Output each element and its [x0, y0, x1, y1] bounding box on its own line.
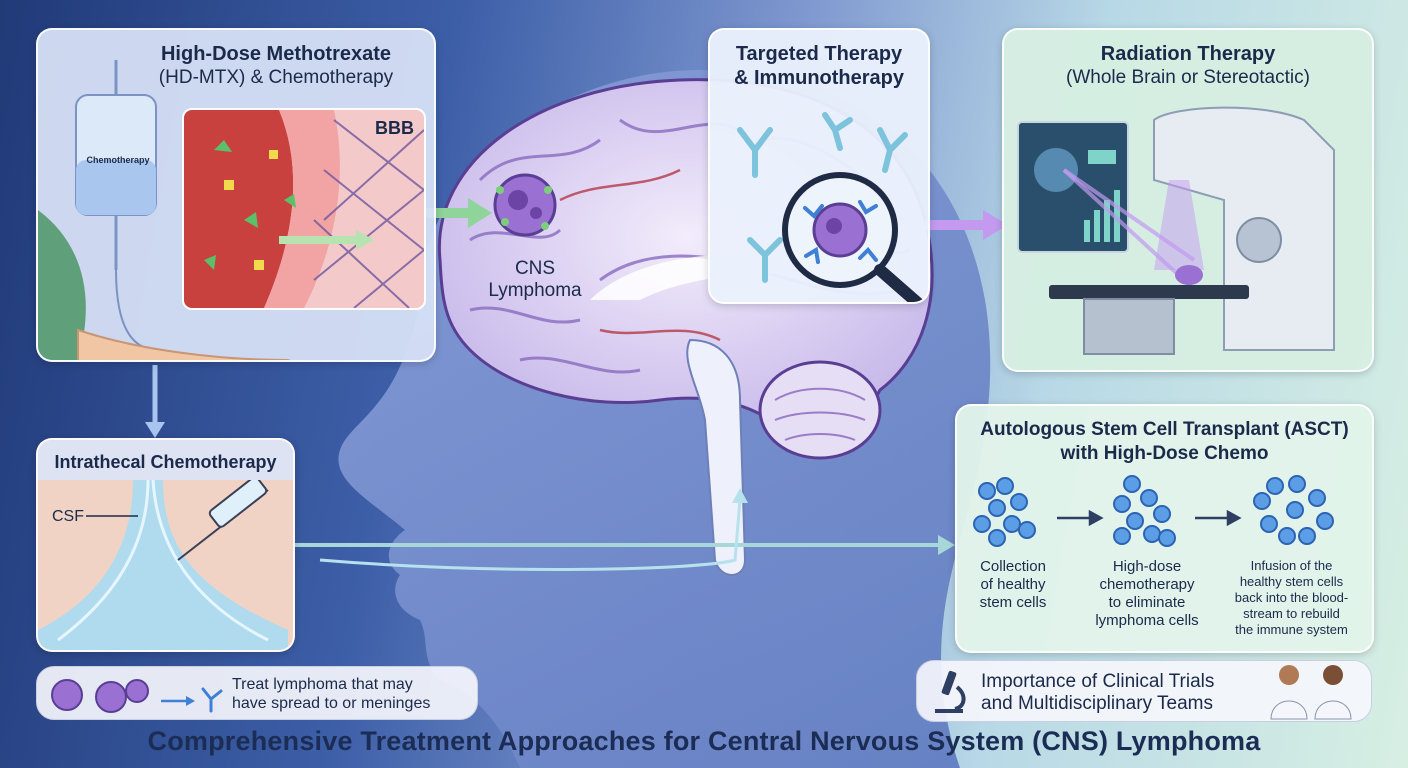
hdmtx-panel: High-Dose Methotrexate (HD-MTX) & Chemot…: [36, 28, 436, 362]
targeted-title-line1: Targeted Therapy: [735, 43, 903, 65]
intrathecal-panel: Intrathecal Chemotherapy CSF: [36, 438, 295, 652]
microscope-icon: [935, 670, 966, 713]
csf-label: CSF: [52, 508, 84, 525]
brainstem: [686, 338, 747, 576]
lymphoma-cells-icon: [51, 679, 223, 713]
stem-cell: [1113, 527, 1131, 545]
clinical-trials-note: Importance of Clinical Trials and Multid…: [916, 660, 1372, 722]
targeted-title-line2: & Immunotherapy: [733, 67, 905, 89]
stem-cell: [1113, 495, 1131, 513]
meninges-note: Treat lymphoma that may have spread to o…: [36, 666, 478, 720]
step-arrows: [1057, 509, 1242, 527]
iv-bag-label: Chemotherapy: [86, 155, 150, 165]
intrathecal-header-band: [38, 440, 293, 480]
stem-cell: [1316, 512, 1334, 530]
stem-cell: [988, 529, 1006, 547]
lymphoma-label-line1: CNS: [514, 258, 556, 279]
stem-cell: [1260, 515, 1278, 533]
syringe: [208, 480, 268, 528]
stem-cell: [1010, 493, 1028, 511]
stem-cell: [1298, 527, 1316, 545]
radiation-beam: [1154, 180, 1204, 270]
stem-cell: [988, 499, 1006, 517]
asct-title-line1: Autologous Stem Cell Transplant (ASCT): [980, 419, 1349, 440]
brain-target: [1175, 265, 1203, 285]
cerebellum-folds: [774, 387, 866, 441]
radiation-machine-illustration: [1017, 106, 1335, 355]
stem-cell: [1123, 475, 1141, 493]
hdmtx-title-line2: (HD-MTX) & Chemotherapy: [158, 67, 394, 88]
stem-cell: [1158, 529, 1176, 547]
stem-cell: [1278, 527, 1296, 545]
stem-cell: [978, 482, 996, 500]
stem-cell: [1140, 489, 1158, 507]
stem-cell: [1266, 477, 1284, 495]
iv-tube: [115, 269, 159, 351]
radiation-title: Radiation Therapy: [1100, 43, 1276, 65]
cerebellum: [758, 360, 882, 460]
antibody-magnifier-illustration: [737, 112, 926, 302]
stem-cell: [1143, 525, 1161, 543]
main-title: Comprehensive Treatment Approaches for C…: [147, 726, 1261, 756]
meninges-note-text: Treat lymphoma that may have spread to o…: [232, 676, 431, 712]
bbb-mesh: [313, 119, 424, 308]
stem-cell: [973, 515, 991, 533]
stem-cell: [1018, 521, 1036, 539]
sleeve: [38, 210, 86, 360]
asct-title-line2: with High-Dose Chemo: [1060, 443, 1269, 464]
stem-cell: [1253, 492, 1271, 510]
targeted-panel: Targeted Therapy & Immunotherapy: [708, 28, 930, 304]
treatment-couch: [1049, 285, 1249, 299]
stem-cell: [1286, 501, 1304, 519]
stem-cell: [1003, 515, 1021, 533]
iv-drip-illustration: [38, 60, 291, 360]
arrow-csf-up-spine: [319, 499, 742, 571]
stem-cell: [1288, 475, 1306, 493]
arm: [77, 328, 291, 360]
stem-cell-steps-illustration: [973, 475, 1334, 547]
lymphoma-label-line2: Lymphoma: [488, 280, 582, 301]
blood-vessel-illustration: [184, 110, 424, 308]
intrathecal-title: Intrathecal Chemotherapy: [54, 452, 277, 472]
antibodies: [737, 112, 908, 283]
stem-cell: [996, 477, 1014, 495]
radiation-panel: Radiation Therapy (Whole Brain or Stereo…: [1002, 28, 1374, 372]
stem-cell: [1308, 489, 1326, 507]
stem-cell: [1126, 512, 1144, 530]
hdmtx-title-line1: High-Dose Methotrexate: [160, 43, 392, 65]
asct-panel: Autologous Stem Cell Transplant (ASCT) w…: [955, 404, 1374, 653]
monitor: [1017, 121, 1129, 253]
doctors-icon: [1270, 665, 1352, 720]
clinical-trials-text: Importance of Clinical Trials and Multid…: [981, 671, 1215, 714]
lymphoma-label: CNS Lymphoma: [480, 258, 590, 302]
radiation-subtitle: (Whole Brain or Stereotactic): [1066, 67, 1310, 88]
bbb-inset: BBB: [182, 108, 426, 310]
bbb-label: BBB: [375, 118, 414, 138]
magnifier-handle: [874, 264, 926, 302]
stem-cell: [1153, 505, 1171, 523]
spinal-canal-illustration: [38, 480, 288, 650]
